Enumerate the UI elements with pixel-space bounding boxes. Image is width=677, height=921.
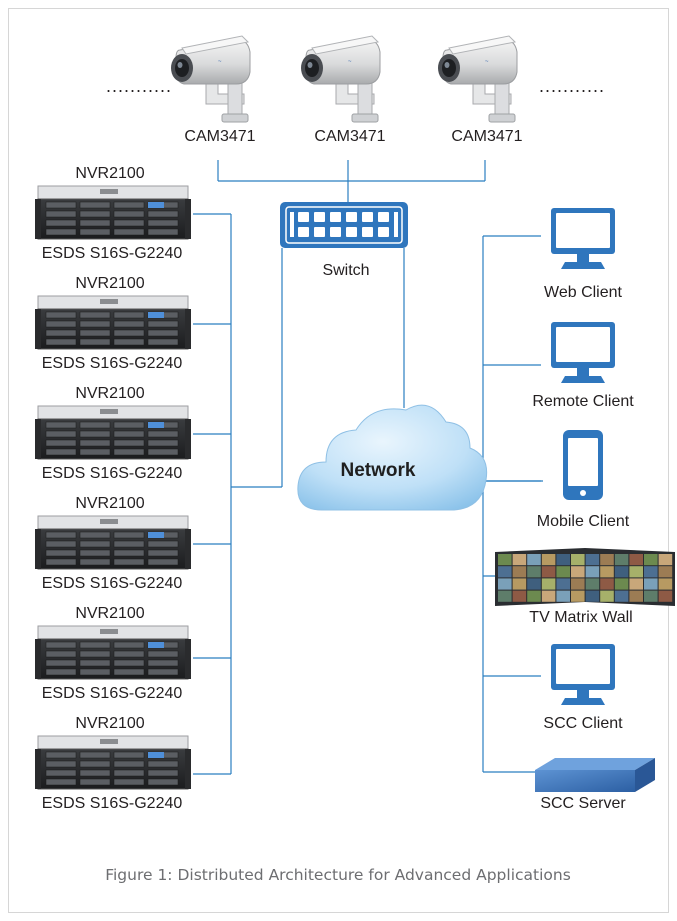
client-label: Mobile Client (537, 513, 630, 530)
mobile-phone-icon (563, 430, 603, 500)
nvr-title: NVR2100 (75, 495, 144, 512)
client-label: TV Matrix Wall (529, 609, 632, 626)
figure-frame (8, 8, 669, 913)
network-switch-icon (280, 202, 408, 248)
monitor-icon (551, 644, 615, 705)
client-item: Remote Client (532, 322, 634, 410)
nvr-title: NVR2100 (75, 715, 144, 732)
client-item: Web Client (544, 208, 623, 301)
nvr-title: NVR2100 (75, 275, 144, 292)
camera-label: CAM3471 (184, 128, 255, 145)
cloud-icon (297, 404, 488, 511)
client-label: Remote Client (532, 393, 634, 410)
server-box-icon (535, 758, 655, 792)
camera-ellipsis-right: ........... (539, 76, 605, 96)
bullet-camera-icon (170, 35, 251, 123)
video-wall-icon (495, 548, 675, 606)
connection-lines (193, 160, 543, 775)
storage-server-icon (34, 185, 192, 240)
storage-server-icon (34, 735, 192, 790)
client-item: Mobile Client (537, 430, 630, 530)
camera-label: CAM3471 (314, 128, 385, 145)
nvr-title: NVR2100 (75, 385, 144, 402)
nvr-title: NVR2100 (75, 605, 144, 622)
bullet-camera-icon (300, 35, 381, 123)
client-label: SCC Client (543, 715, 623, 732)
storage-server-icon (34, 625, 192, 680)
client-item: TV Matrix Wall (495, 548, 675, 626)
client-item: SCC Server (535, 758, 655, 812)
client-item: SCC Client (543, 644, 623, 732)
switch-label: Switch (322, 262, 369, 279)
nvr-model: ESDS S16S-G2240 (42, 465, 183, 482)
nvr-model: ESDS S16S-G2240 (42, 685, 183, 702)
nvr-model: ESDS S16S-G2240 (42, 245, 183, 262)
camera-ellipsis-left: ........... (106, 76, 172, 96)
camera-label: CAM3471 (451, 128, 522, 145)
bullet-camera-icon (437, 35, 518, 123)
nvr-title: NVR2100 (75, 165, 144, 182)
client-label: SCC Server (540, 795, 626, 812)
nvr-model: ESDS S16S-G2240 (42, 575, 183, 592)
nvr-model: ESDS S16S-G2240 (42, 355, 183, 372)
monitor-icon (551, 322, 615, 383)
storage-server-icon (34, 515, 192, 570)
client-label: Web Client (544, 284, 623, 301)
network-label: Network (341, 460, 416, 481)
storage-server-icon (34, 405, 192, 460)
figure-caption: Figure 1: Distributed Architecture for A… (105, 866, 571, 884)
storage-server-icon (34, 295, 192, 350)
monitor-icon (551, 208, 615, 269)
nvr-model: ESDS S16S-G2240 (42, 795, 183, 812)
